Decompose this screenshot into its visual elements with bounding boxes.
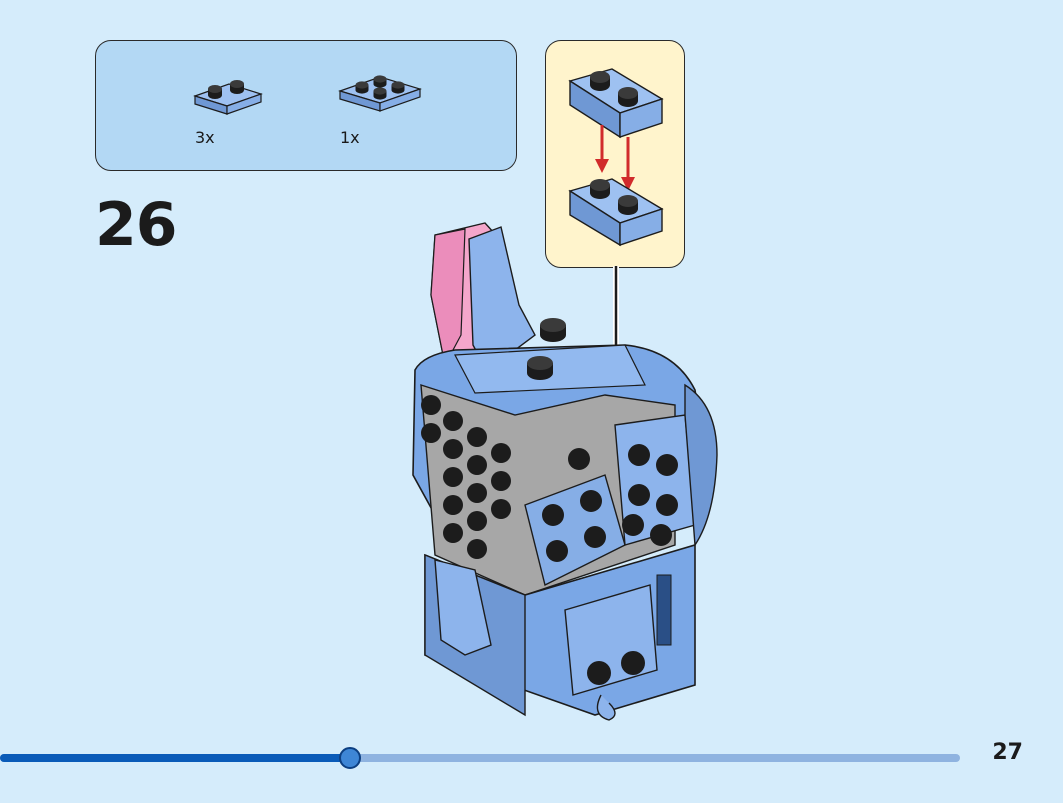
parts-list-box: 3x 1x [95,40,517,171]
plate-1x2-icon [193,80,263,115]
progress-fill [0,754,350,762]
red-arrows [595,125,635,191]
page-number: 27 [992,740,1023,765]
subassembly-diagram [568,68,664,247]
part-qty-plate-1x2: 3x [195,128,215,147]
progress-bar[interactable] [0,747,960,769]
progress-track [0,754,960,762]
subassembly-callout [545,40,685,268]
plate-2x2-icon [338,75,422,112]
ear-blue [468,226,536,373]
part-item-plate-2x2: 1x [336,63,426,147]
callout-plate-bottom [568,178,664,247]
part-item-plate-1x2: 3x [191,76,265,147]
brick-model [395,215,735,725]
part-qty-plate-2x2: 1x [340,128,360,147]
brick-figure-illustration [412,222,718,721]
callout-plate-top [568,68,664,139]
progress-handle[interactable] [339,747,361,769]
step-number: 26 [95,190,177,260]
